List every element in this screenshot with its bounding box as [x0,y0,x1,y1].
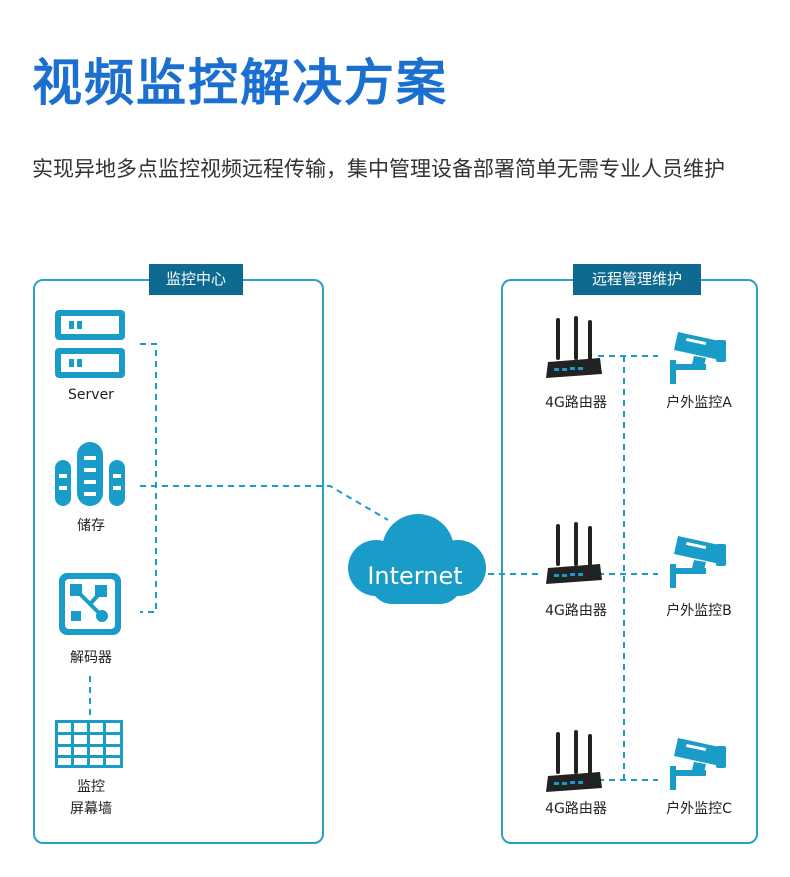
camera-label: 户外监控A [666,395,732,411]
camera-icon [670,738,726,790]
cloud-label: Internet [367,562,463,590]
storage-icon [55,442,125,506]
video-wall-label-line2: 屏幕墙 [70,801,112,817]
router-icon [546,316,602,378]
router-icon [546,522,602,584]
router-label: 4G路由器 [545,603,607,619]
router-label: 4G路由器 [545,801,607,817]
server-icon [55,310,125,378]
decoder-icon [59,573,121,635]
left-bracket-line [140,343,157,613]
page-title: 视频监控解决方案 [32,54,448,112]
video-wall-label: 监控 屏幕墙 [53,776,129,820]
camera-label: 户外监控C [666,801,732,817]
router-label: 4G路由器 [545,395,607,411]
camera-label: 户外监控B [666,603,732,619]
storage-to-cloud-line [140,485,389,521]
remote-management-tab: 远程管理维护 [573,264,701,295]
video-wall-icon [55,720,123,768]
server-label: Server [68,387,114,403]
video-wall-label-line1: 监控 [77,779,105,795]
cloud-icon [348,514,486,604]
page-description: 实现异地多点监控视频远程传输，集中管理设备部署简单无需专业人员维护 [32,157,725,181]
storage-label: 储存 [77,518,105,534]
router-icon [546,730,602,792]
decoder-label: 解码器 [70,650,112,666]
camera-icon [670,332,726,384]
monitoring-center-tab: 监控中心 [149,264,243,295]
camera-icon [670,536,726,588]
